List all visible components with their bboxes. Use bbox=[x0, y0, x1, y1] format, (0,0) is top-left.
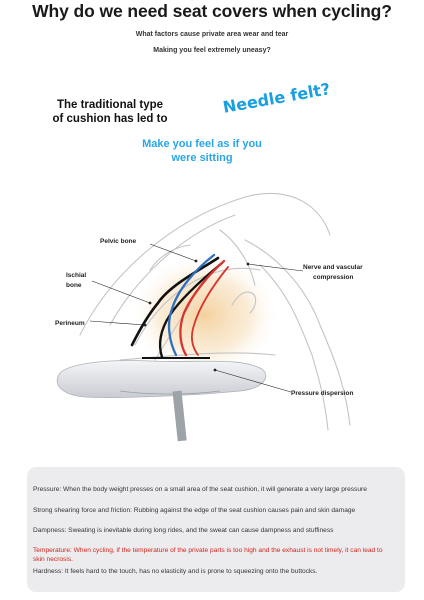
red-nerve-2 bbox=[191, 266, 229, 356]
anatomy-diagram: Pelvic bone Ischial bone Perineum Nerve … bbox=[55, 192, 363, 442]
needle-felt-text: Needle felt? bbox=[221, 79, 332, 117]
red-nerve bbox=[179, 259, 226, 357]
subtitle-uneasy: Making you feel extremely uneasy? bbox=[153, 47, 271, 54]
label-compression: compression bbox=[313, 274, 353, 281]
leader-dots bbox=[143, 259, 250, 372]
nerve-vessel-bundle bbox=[130, 253, 229, 359]
factor-temperature: Temperature: When cycling, if the temper… bbox=[33, 547, 383, 563]
label-ischial-bone: bone bbox=[66, 282, 82, 289]
label-pressure-dispersion: Pressure dispersion bbox=[291, 390, 354, 397]
black-nerve bbox=[130, 256, 220, 347]
traditional-cushion-text: The traditional type of cushion has led … bbox=[52, 99, 168, 125]
factor-pressure: Pressure: When the body weight presses o… bbox=[33, 486, 367, 493]
blue-vessel bbox=[167, 253, 216, 357]
saddle bbox=[56, 360, 267, 398]
label-nerve-vascular: Nerve and vascular bbox=[303, 264, 363, 271]
subtitle-wear: What factors cause private area wear and… bbox=[135, 31, 289, 38]
label-perineum: Perineum bbox=[55, 320, 85, 327]
body-outline bbox=[79, 192, 351, 431]
seat-post bbox=[172, 390, 187, 442]
factor-hardness: Hardness: It feels hard to the touch, ha… bbox=[33, 568, 318, 575]
leader-lines bbox=[89, 243, 304, 393]
heat-glow bbox=[130, 253, 280, 377]
label-pelvic-bone: Pelvic bone bbox=[100, 238, 137, 245]
make-you-feel-text: Make you feel as if you were sitting bbox=[142, 138, 262, 164]
label-ischial: Ischial bbox=[66, 272, 86, 279]
page-title: Why do we need seat covers when cycling? bbox=[32, 1, 392, 21]
saddle-rail bbox=[119, 390, 221, 395]
factor-shearing: Strong shearing force and friction: Rubb… bbox=[33, 507, 356, 514]
factor-dampness: Dampness: Sweating is inevitable during … bbox=[33, 527, 334, 534]
factors-panel bbox=[27, 467, 405, 592]
